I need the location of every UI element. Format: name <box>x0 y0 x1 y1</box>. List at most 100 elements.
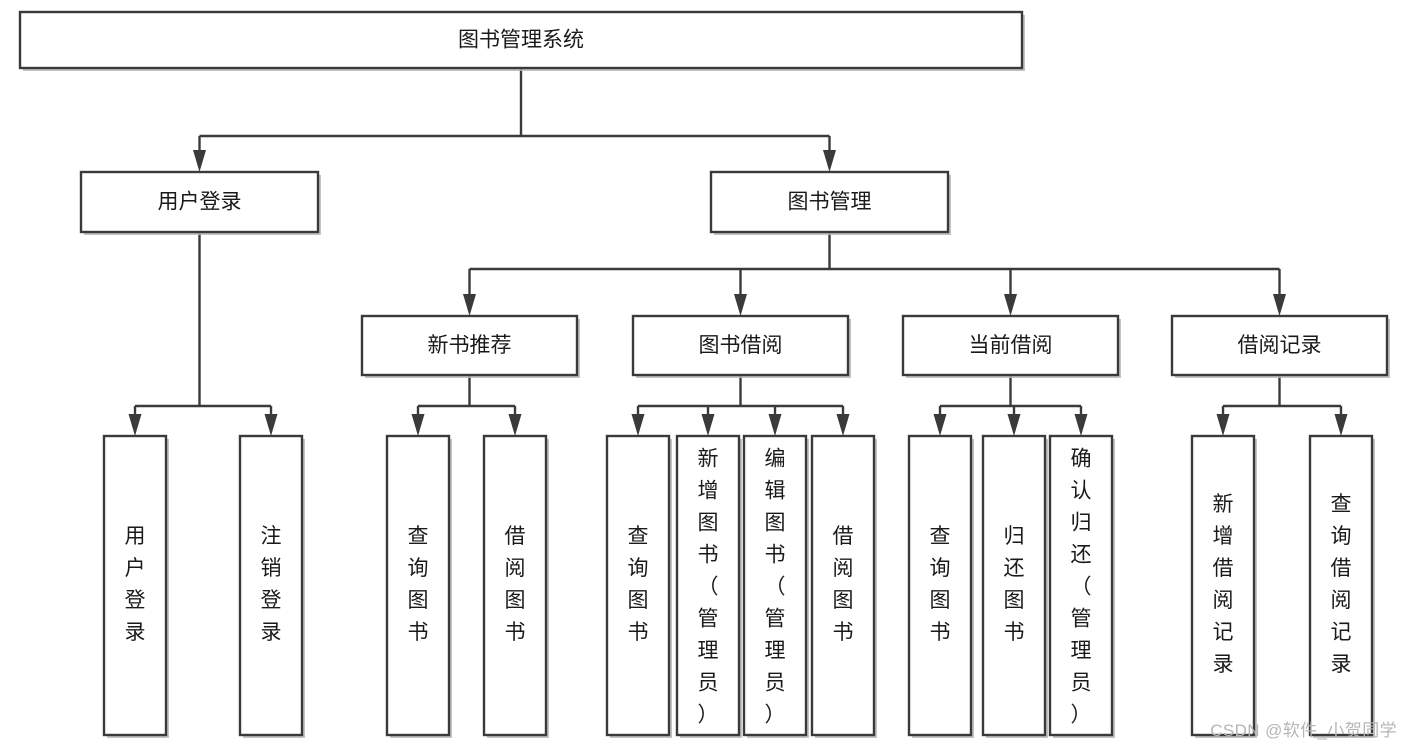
node-label-char: 归 <box>1071 512 1092 535</box>
node-label-char: 记 <box>1213 621 1234 644</box>
arrowhead-leaf-query-book-2 <box>631 414 645 436</box>
node-label-char: 录 <box>1213 653 1234 676</box>
node-label-char: 管 <box>765 608 786 631</box>
node-label: 借阅记录 <box>1238 334 1322 357</box>
node-label-char: 图 <box>698 512 719 535</box>
node-label-char: 书 <box>698 544 719 567</box>
arrowhead-leaf-add-record <box>1216 414 1230 436</box>
arrowhead-book-manage <box>823 150 836 172</box>
arrowhead-leaf-user-login <box>128 414 142 436</box>
node-box[interactable] <box>709 170 950 234</box>
node-box[interactable] <box>1048 434 1114 737</box>
node-label-char: （ <box>698 576 719 599</box>
arrowhead-book-borrow <box>734 294 747 316</box>
node-label-char: 登 <box>261 589 282 612</box>
node-label-char: 新 <box>698 448 719 471</box>
node-current-borrow[interactable]: 当前借阅 <box>901 314 1121 378</box>
node-label-char: 书 <box>505 621 526 644</box>
node-borrow-record[interactable]: 借阅记录 <box>1170 314 1390 378</box>
node-label-char: 阅 <box>1213 589 1234 612</box>
node-label-char: 阅 <box>1331 589 1352 612</box>
node-label-char: 理 <box>1071 640 1092 663</box>
node-label: 图书借阅 <box>699 334 783 357</box>
node-label-char: 图 <box>505 589 526 612</box>
node-box[interactable] <box>981 434 1047 737</box>
node-label-char: 查 <box>930 525 951 548</box>
node-box[interactable] <box>102 434 168 737</box>
node-label-char: 询 <box>1331 525 1352 548</box>
node-label-char: 辑 <box>765 480 786 503</box>
node-box[interactable] <box>482 434 548 737</box>
node-box[interactable] <box>742 434 808 737</box>
node-box[interactable] <box>79 170 320 234</box>
node-label-char: 图 <box>765 512 786 535</box>
node-box[interactable] <box>385 434 451 737</box>
node-label-char: 理 <box>698 640 719 663</box>
node-box[interactable] <box>360 314 579 377</box>
node-label-char: 图 <box>408 589 429 612</box>
arrowhead-leaf-query-record <box>1334 414 1348 436</box>
node-label-char: 确 <box>1071 448 1092 471</box>
node-box[interactable] <box>18 10 1024 70</box>
node-label-char: ） <box>698 704 719 727</box>
node-label-char: 书 <box>765 544 786 567</box>
node-label-char: 书 <box>408 621 429 644</box>
node-box[interactable] <box>605 434 671 737</box>
node-label-char: 员 <box>765 672 786 695</box>
arrowhead-leaf-edit-book <box>768 414 782 436</box>
node-label-char: 编 <box>765 448 786 471</box>
node-box[interactable] <box>907 434 973 737</box>
arrowhead-user-login <box>193 150 206 172</box>
node-root[interactable]: 图书管理系统 <box>18 10 1025 71</box>
node-label: 图书管理 <box>788 191 872 214</box>
arrowhead-leaf-add-book <box>701 414 715 436</box>
node-label-char: 询 <box>408 557 429 580</box>
node-label-char: 阅 <box>833 557 854 580</box>
node-label-char: 理 <box>765 640 786 663</box>
node-label-char: 登 <box>125 589 146 612</box>
node-label-char: 图 <box>833 589 854 612</box>
node-label-char: 管 <box>1071 608 1092 631</box>
node-box[interactable] <box>675 434 741 737</box>
connector-layer <box>128 68 1348 436</box>
node-box[interactable] <box>238 434 304 737</box>
node-label-char: 新 <box>1213 493 1234 516</box>
node-book-manage[interactable]: 图书管理 <box>709 170 951 235</box>
arrowhead-leaf-logout <box>264 414 278 436</box>
node-label-char: 员 <box>698 672 719 695</box>
arrowhead-leaf-query-book-3 <box>933 414 947 436</box>
arrowhead-borrow-record <box>1273 294 1286 316</box>
node-leaf-user-login[interactable]: 用户登录 <box>102 434 169 738</box>
node-user-login[interactable]: 用户登录 <box>79 170 321 235</box>
node-label-char: 注 <box>261 525 282 548</box>
node-box[interactable] <box>1190 434 1256 737</box>
node-label: 用户登录 <box>158 191 242 214</box>
node-box[interactable] <box>810 434 876 737</box>
node-box[interactable] <box>901 314 1120 377</box>
node-box[interactable] <box>631 314 850 377</box>
node-layer: 图书管理系统用户登录图书管理新书推荐图书借阅当前借阅借阅记录用户登录注销登录查询… <box>18 10 1390 738</box>
arrowhead-leaf-query-book-1 <box>411 414 425 436</box>
node-new-book-rec[interactable]: 新书推荐 <box>360 314 580 378</box>
node-label-char: 借 <box>505 525 526 548</box>
node-book-borrow[interactable]: 图书借阅 <box>631 314 851 378</box>
node-label-char: 销 <box>261 557 282 580</box>
node-box[interactable] <box>1170 314 1389 377</box>
node-label-char: 记 <box>1331 621 1352 644</box>
node-box[interactable] <box>1308 434 1374 737</box>
node-label-char: 图 <box>930 589 951 612</box>
